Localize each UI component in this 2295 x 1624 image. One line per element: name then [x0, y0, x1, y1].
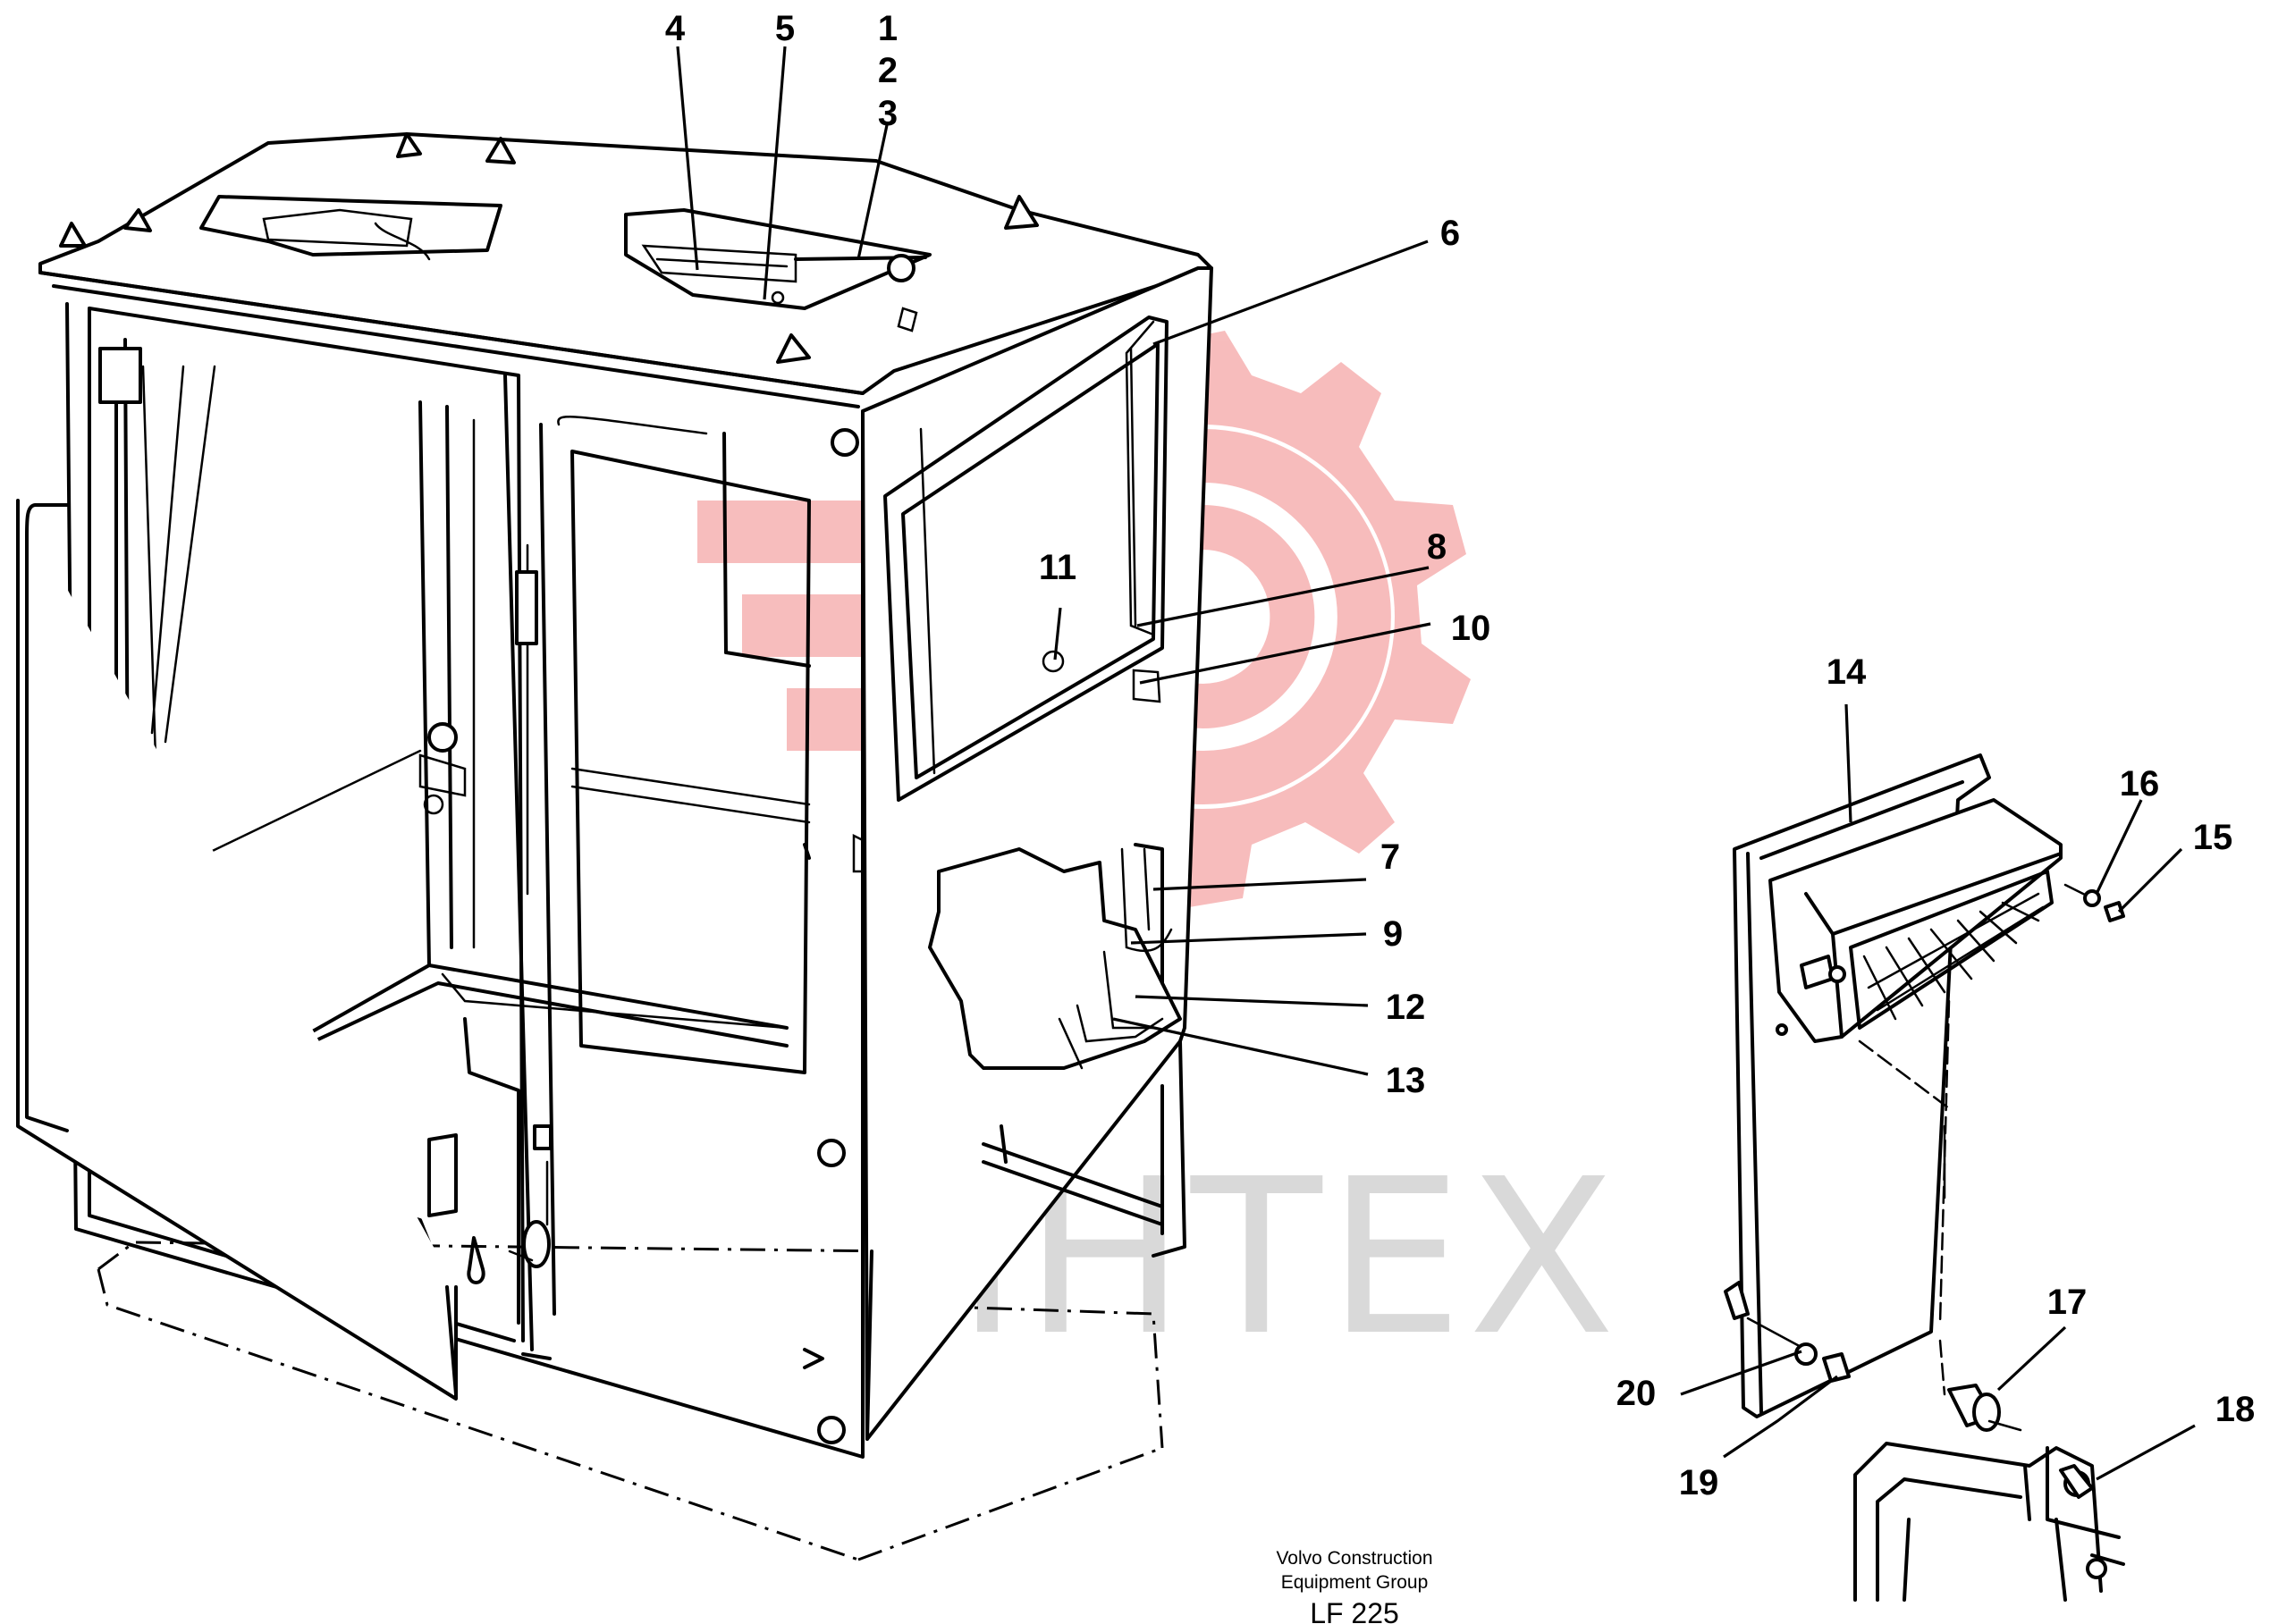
callout-18: 18: [2215, 1390, 2256, 1429]
callout-10: 10: [1451, 609, 1491, 648]
callout-13: 13: [1386, 1061, 1426, 1100]
callout-2: 2: [878, 51, 898, 90]
callout-16: 16: [2120, 764, 2160, 804]
roof-hatch: [199, 195, 502, 257]
callout-4: 4: [665, 9, 686, 48]
callout-14: 14: [1827, 652, 1867, 692]
caption-line-1: Volvo Construction: [1276, 1548, 1432, 1569]
callout-5: 5: [775, 9, 795, 48]
callout-12: 12: [1386, 988, 1426, 1027]
callout-8: 8: [1427, 527, 1447, 567]
caption-code: LF 225: [1310, 1597, 1399, 1624]
callout-labels: 1 2 3 4 5 6 7 8 9 10 11 12 13 14 15 16 1…: [665, 9, 2255, 1502]
callout-19: 19: [1679, 1463, 1719, 1502]
callout-9: 9: [1383, 914, 1403, 954]
lamp-lens: [1862, 892, 2045, 1021]
callout-20: 20: [1616, 1374, 1657, 1413]
lifting-lug: [123, 208, 152, 232]
callout-1: 1: [878, 9, 898, 48]
lifting-lug: [1004, 195, 1039, 230]
lifting-lug: [59, 222, 87, 248]
lifting-lug: [485, 137, 516, 164]
caption-block: Volvo Construction Equipment Group LF 22…: [1276, 1548, 1432, 1624]
leader-lines: [676, 46, 2196, 1481]
caption-line-2: Equipment Group: [1281, 1572, 1429, 1593]
callout-6: 6: [1440, 214, 1460, 253]
callout-3: 3: [878, 94, 898, 133]
callout-17: 17: [2047, 1283, 2088, 1322]
lifting-lug: [396, 132, 422, 158]
cab-assembly: [16, 132, 1213, 1459]
callout-11: 11: [1039, 548, 1076, 587]
work-lamp-assembly: [1724, 753, 2125, 1602]
callout-7: 7: [1380, 837, 1400, 877]
lifting-lug: [776, 333, 811, 364]
roof-vent: [624, 208, 932, 310]
cab-door: [16, 499, 458, 1401]
callout-15: 15: [2193, 818, 2233, 857]
